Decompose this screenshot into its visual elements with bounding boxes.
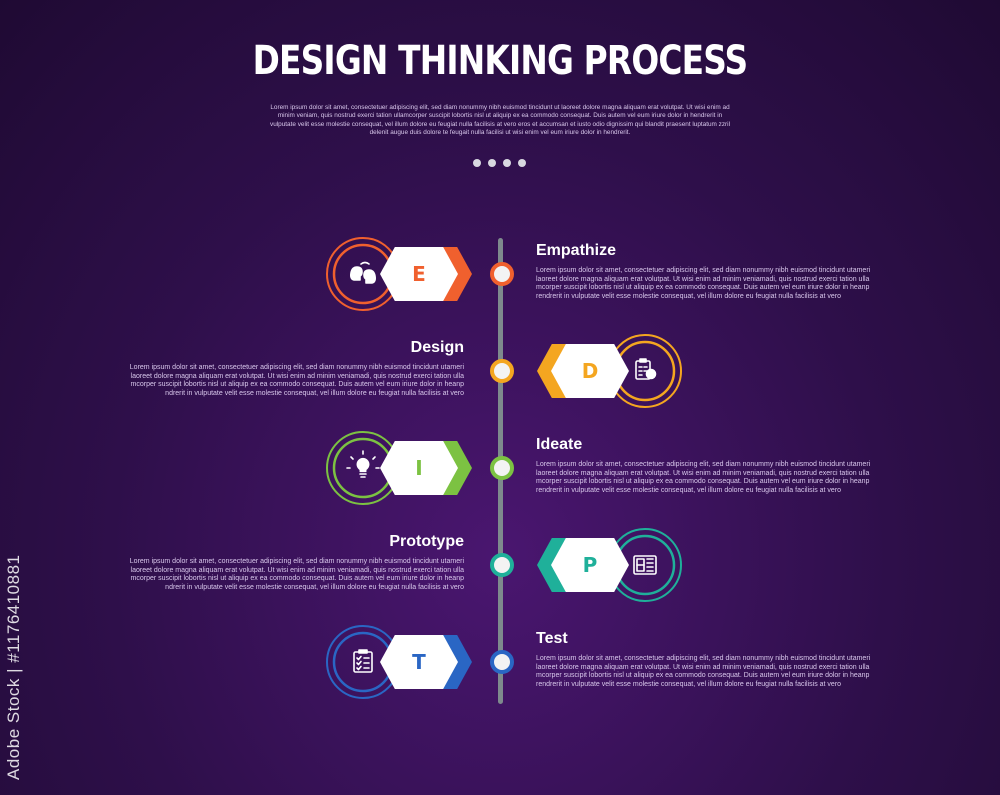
stage-letter: P (583, 553, 598, 577)
stage-title: Prototype (389, 533, 464, 550)
watermark: Adobe Stock | #1176410881 (4, 554, 23, 781)
clipboard-chart-icon (635, 358, 657, 380)
stage-hex (551, 344, 629, 398)
stage-letter: T (412, 650, 426, 674)
dot (503, 159, 511, 167)
empathy-heads-icon (350, 261, 376, 284)
timeline-node (490, 262, 514, 286)
stage-title: Test (536, 630, 568, 647)
stage-description: Lorem ipsum dolor sit amet, consectetuer… (536, 461, 871, 494)
stage-letter: D (582, 359, 599, 383)
checklist-icon (353, 649, 373, 673)
stage-description: Lorem ipsum dolor sit amet, consectetuer… (129, 364, 464, 397)
stage-title: Design (410, 339, 464, 356)
stage-graphic: I (326, 431, 472, 505)
timeline-node (490, 359, 514, 383)
stage-hex (380, 247, 458, 301)
timeline-node (490, 650, 514, 674)
page-title: DESIGN THINKING PROCESS (252, 38, 749, 84)
stage-graphic: D (537, 334, 682, 408)
blueprint-icon (633, 555, 657, 575)
stage-hex (380, 635, 458, 689)
lightbulb-icon (346, 450, 380, 478)
stage-title: Empathize (536, 242, 617, 259)
stage-letter: I (415, 456, 422, 480)
dot (473, 159, 481, 167)
stage-description: Lorem ipsum dolor sit amet, consectetuer… (129, 558, 464, 591)
timeline-node (490, 456, 514, 480)
pagination-dots (473, 159, 526, 167)
timeline-node (490, 553, 514, 577)
stage-graphic: E (326, 237, 472, 311)
dot (518, 159, 526, 167)
stage-description: Lorem ipsum dolor sit amet, consectetuer… (536, 655, 871, 688)
intro-text: Lorem ipsum dolor sit amet, consectetuer… (270, 104, 731, 137)
stage-description: Lorem ipsum dolor sit amet, consectetuer… (536, 267, 871, 300)
stage-graphic: P (537, 528, 682, 602)
stage-hex (380, 441, 458, 495)
stage-title: Ideate (536, 436, 583, 453)
stage-graphic: T (326, 625, 472, 699)
dot (488, 159, 496, 167)
stage-letter: E (412, 262, 426, 286)
stage-hex (551, 538, 629, 592)
